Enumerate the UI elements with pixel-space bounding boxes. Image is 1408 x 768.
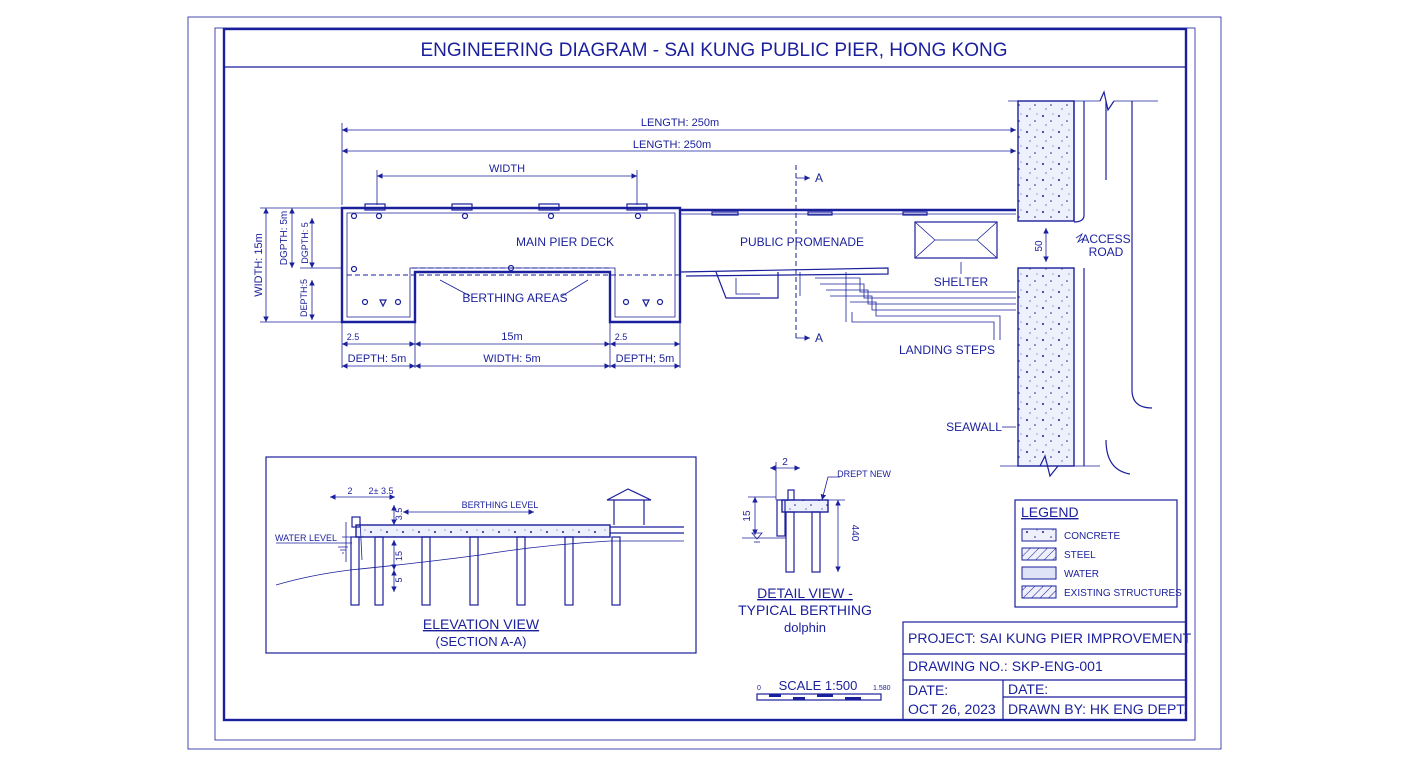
elevation-caption-2: (SECTION A-A) <box>435 634 526 649</box>
width-label-top: WIDTH <box>489 163 525 175</box>
depth-label-2: DGPTH: 5 <box>300 222 310 264</box>
detail-dim-440: 440 <box>849 525 860 542</box>
elev-dim-2-5: 2± 3.5 <box>369 486 394 496</box>
length-label-second: LENGTH: 250m <box>633 139 711 151</box>
detail-caption-2: TYPICAL BERTHING <box>738 602 872 618</box>
shelter-label: SHELTER <box>934 275 989 289</box>
seawall-upper <box>1017 100 1075 222</box>
depth-bottom-left: DEPTH: 5m <box>348 353 407 365</box>
detail-dim-15: 15 <box>742 510 753 522</box>
scale-right-tick: 1.580 <box>873 685 891 692</box>
detail-dim-2: 2 <box>782 457 788 468</box>
width-15m-label: WIDTH: 15m <box>253 233 265 297</box>
scale-label: SCALE 1:500 <box>779 678 858 693</box>
detail-caption-3: dolphin <box>784 620 826 635</box>
depth-label-3: DEPTH:5 <box>299 279 309 317</box>
section-marker-a-top: A <box>815 171 823 185</box>
legend: LEGEND CONCRETE STEEL WATER EXISTING STR… <box>1014 499 1182 608</box>
legend-swatch-water <box>1021 566 1057 580</box>
inner-frame <box>222 27 1188 722</box>
date-label-left: DATE: <box>908 682 948 698</box>
plan-view: LENGTH: 250m LENGTH: 250m WIDTH <box>253 90 1158 478</box>
elevation-caption-1: ELEVATION VIEW <box>423 616 540 632</box>
seawall-label: SEAWALL <box>946 420 1002 434</box>
drawing-number: DRAWING NO.: SKP-ENG-001 <box>908 658 1103 674</box>
width-bottom: WIDTH: 5m <box>483 353 540 365</box>
legend-label-existing: EXISTING STRUCTURES <box>1064 588 1182 599</box>
dim-15m: 15m <box>501 331 522 343</box>
main-pier-deck-label: MAIN PIER DECK <box>516 235 614 249</box>
legend-swatch-steel <box>1021 547 1057 561</box>
length-label-top: LENGTH: 250m <box>641 117 719 129</box>
water-level-label: WATER LEVEL <box>275 533 337 543</box>
legend-label-steel: STEEL <box>1064 550 1096 561</box>
elevation-view: WATER LEVEL 2 2± 3.5 BERTHING LEVEL 3.5 … <box>265 456 697 654</box>
legend-label-water: WATER <box>1064 569 1099 580</box>
section-marker-a-bottom: A <box>815 331 823 345</box>
legend-title: LEGEND <box>1021 504 1079 520</box>
elev-dim-15: 15 <box>394 551 404 561</box>
legend-swatch-concrete <box>1021 528 1057 542</box>
scale-left-tick: 0 <box>757 685 761 692</box>
legend-frame <box>1014 499 1178 608</box>
gap-dim: 50 <box>1034 240 1045 252</box>
elev-dim-5: 5 <box>394 577 404 582</box>
date-value: OCT 26, 2023 <box>908 701 996 717</box>
dim-small-left: 2.5 <box>347 332 360 342</box>
access-road-text-line2: ROAD <box>1089 245 1124 259</box>
project-label: PROJECT: SAI KUNG PIER IMPROVEMENT <box>908 630 1192 646</box>
legend-label-concrete: CONCRETE <box>1064 531 1120 542</box>
legend-swatch-existing <box>1021 585 1057 599</box>
detail-view: 2 DREPT NEW 15 440 DETAIL VIEW - TYPICAL… <box>738 457 891 635</box>
landing-steps-label: LANDING STEPS <box>899 343 995 357</box>
scale-bar: SCALE 1:500 0 1.580 <box>756 678 891 701</box>
access-road-text: ACCESS <box>1081 232 1130 246</box>
drept-new-label: DREPT NEW <box>837 469 891 479</box>
depth-bottom-right: DEPTH; 5m <box>616 353 675 365</box>
berthing-level-label: BERTHING LEVEL <box>462 500 539 510</box>
elev-dim-2: 2 <box>347 486 352 496</box>
elevation-frame <box>265 456 697 654</box>
drawn-by: DRAWN BY: HK ENG DEPT. <box>1008 701 1187 717</box>
berthing-areas-label: BERTHING AREAS <box>462 291 567 305</box>
seawall-lower <box>1017 267 1075 467</box>
outer-frame <box>187 16 1222 750</box>
depth-label-1: DGPTH: 5m <box>279 211 290 265</box>
elev-dim-3-5: 3.5 <box>394 508 404 521</box>
title-block: PROJECT: SAI KUNG PIER IMPROVEMENT DRAWI… <box>902 621 1192 721</box>
date-label-right: DATE: <box>1008 681 1048 697</box>
public-promenade-label: PUBLIC PROMENADE <box>740 235 864 249</box>
drawing-title: ENGINEERING DIAGRAM - SAI KUNG PUBLIC PI… <box>421 40 1008 61</box>
detail-caption-1: DETAIL VIEW - <box>757 585 853 601</box>
shelter-symbol <box>914 221 998 259</box>
dim-small-right: 2.5 <box>615 332 628 342</box>
